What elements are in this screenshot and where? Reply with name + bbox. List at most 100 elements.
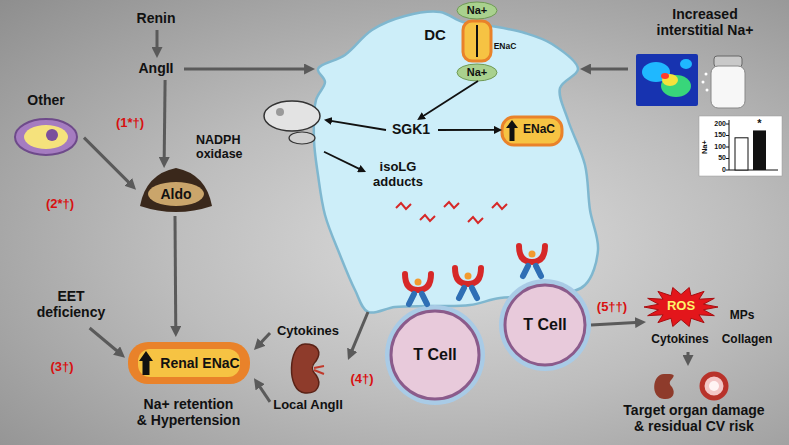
callout-number: (3†) bbox=[36, 360, 88, 375]
increase-arrow bbox=[139, 351, 153, 375]
adduct-molecule bbox=[396, 203, 411, 209]
increase-arrow bbox=[506, 120, 518, 141]
node-text: Na+ bbox=[457, 66, 497, 79]
node-text: ENaC bbox=[519, 123, 559, 137]
cell-membrane bbox=[314, 12, 598, 313]
source-cell: Other bbox=[10, 90, 84, 158]
chart-tick bbox=[726, 147, 729, 148]
text-slot: 100 bbox=[712, 143, 726, 151]
node-text: Collagen bbox=[716, 333, 778, 347]
antigen bbox=[415, 279, 422, 286]
enzyme-subunit bbox=[276, 108, 284, 116]
node-text: SGK1 bbox=[386, 121, 436, 137]
text-slot: 150 bbox=[712, 131, 726, 139]
adduct-molecule bbox=[492, 203, 507, 209]
text-slot: Other bbox=[10, 92, 82, 108]
node-text: Na+ retention & Hypertension bbox=[125, 396, 252, 428]
arrow-connector bbox=[328, 120, 386, 130]
text-slot: AngII bbox=[130, 60, 182, 76]
salt-grain bbox=[705, 73, 708, 76]
text-slot: ROS bbox=[661, 299, 701, 314]
text-slot: isoLG adducts bbox=[366, 160, 430, 190]
axis-tick-label: 0 bbox=[712, 166, 726, 174]
text-slot: Na+ retention & Hypertension bbox=[125, 396, 252, 428]
adduct-label: isoLG adducts bbox=[366, 158, 432, 196]
chart-panel bbox=[699, 116, 782, 176]
text-slot: Increased interstitial Na+ bbox=[641, 6, 769, 38]
arrow-connector bbox=[163, 80, 167, 162]
callout-number: (4†) bbox=[336, 372, 388, 387]
sodium-map-spot bbox=[662, 74, 678, 86]
chart-tick bbox=[726, 124, 729, 125]
kinase-label: SGK1 bbox=[386, 120, 438, 140]
arrow-connector bbox=[687, 352, 690, 360]
node-text: Aldo bbox=[146, 186, 206, 202]
text-slot: Cytokines bbox=[270, 324, 346, 339]
text-slot: 50 bbox=[712, 154, 726, 162]
artery-icon bbox=[702, 374, 726, 398]
significance-mark: * bbox=[753, 117, 766, 129]
arrow-connector bbox=[421, 81, 478, 118]
node-text: T Cell bbox=[505, 316, 585, 334]
node-text: Target organ damage & residual CV risk bbox=[619, 402, 769, 434]
node-text: Cytokines bbox=[270, 324, 346, 339]
text-slot: (3†) bbox=[36, 360, 88, 375]
node-text: Na+ bbox=[457, 4, 497, 17]
cell-nucleus bbox=[46, 129, 58, 141]
tcr-molecule bbox=[523, 266, 541, 276]
text-slot: Local AngII bbox=[270, 398, 346, 413]
pathway-label: Renin bbox=[128, 8, 186, 30]
node-text: ENaC bbox=[492, 42, 518, 52]
renal-channel: Renal ENaCNa+ retention & Hypertension bbox=[125, 337, 254, 440]
sodium-map-spot bbox=[661, 75, 691, 97]
arrow-connector bbox=[174, 216, 178, 331]
node-text: AngII bbox=[130, 60, 182, 76]
mhc-tcr-complex bbox=[455, 268, 481, 298]
callout-number: (5††) bbox=[586, 300, 638, 315]
node-text: T Cell bbox=[395, 346, 475, 364]
text-slot: (2*†) bbox=[34, 197, 86, 212]
chart-axis bbox=[729, 170, 778, 171]
mhc-tcr-complex bbox=[405, 274, 431, 304]
text-slot: DC bbox=[418, 26, 452, 43]
axis-tick-label: 150 bbox=[712, 131, 726, 139]
chart-tick bbox=[726, 170, 729, 171]
ion-channel: ENaC bbox=[463, 20, 520, 62]
isolg-molecules bbox=[396, 202, 507, 223]
node-text: Other bbox=[10, 92, 82, 108]
enzyme-complex: NADPH oxidase bbox=[196, 98, 324, 166]
node-text: Increased interstitial Na+ bbox=[641, 6, 769, 38]
chart-axis bbox=[729, 120, 730, 170]
antigen bbox=[529, 251, 536, 258]
text-slot: Collagen bbox=[716, 333, 778, 347]
chart-bar bbox=[753, 130, 766, 170]
axis-tick-label: 200 bbox=[712, 120, 726, 128]
salt-shaker-body bbox=[711, 66, 745, 108]
t-cell: T Cell bbox=[385, 305, 485, 405]
effector-group: ROSMPsCytokinesCollagen bbox=[646, 290, 782, 352]
cell-halo bbox=[499, 279, 591, 371]
text-slot: * bbox=[753, 117, 766, 129]
ion-ellipse bbox=[457, 64, 497, 81]
tcr-molecule bbox=[459, 288, 477, 298]
text-slot: Target organ damage & residual CV risk bbox=[619, 402, 769, 434]
cell-body bbox=[391, 311, 479, 399]
chart-tick bbox=[726, 158, 729, 159]
text-slot: Na+ bbox=[457, 66, 497, 79]
callout-number: (2*†) bbox=[34, 197, 86, 212]
sodium-map-spot bbox=[680, 59, 692, 69]
artery-lumen bbox=[709, 381, 719, 391]
arrow-connector bbox=[184, 68, 309, 71]
text-slot: MPs bbox=[725, 309, 759, 323]
text-slot: ENaC bbox=[519, 123, 559, 137]
kidney: CytokinesLocal AngII bbox=[270, 322, 348, 416]
mhc-tcr-complex bbox=[519, 246, 545, 276]
callout-number: (1*†) bbox=[104, 116, 156, 131]
node-text: isoLG adducts bbox=[366, 160, 430, 190]
